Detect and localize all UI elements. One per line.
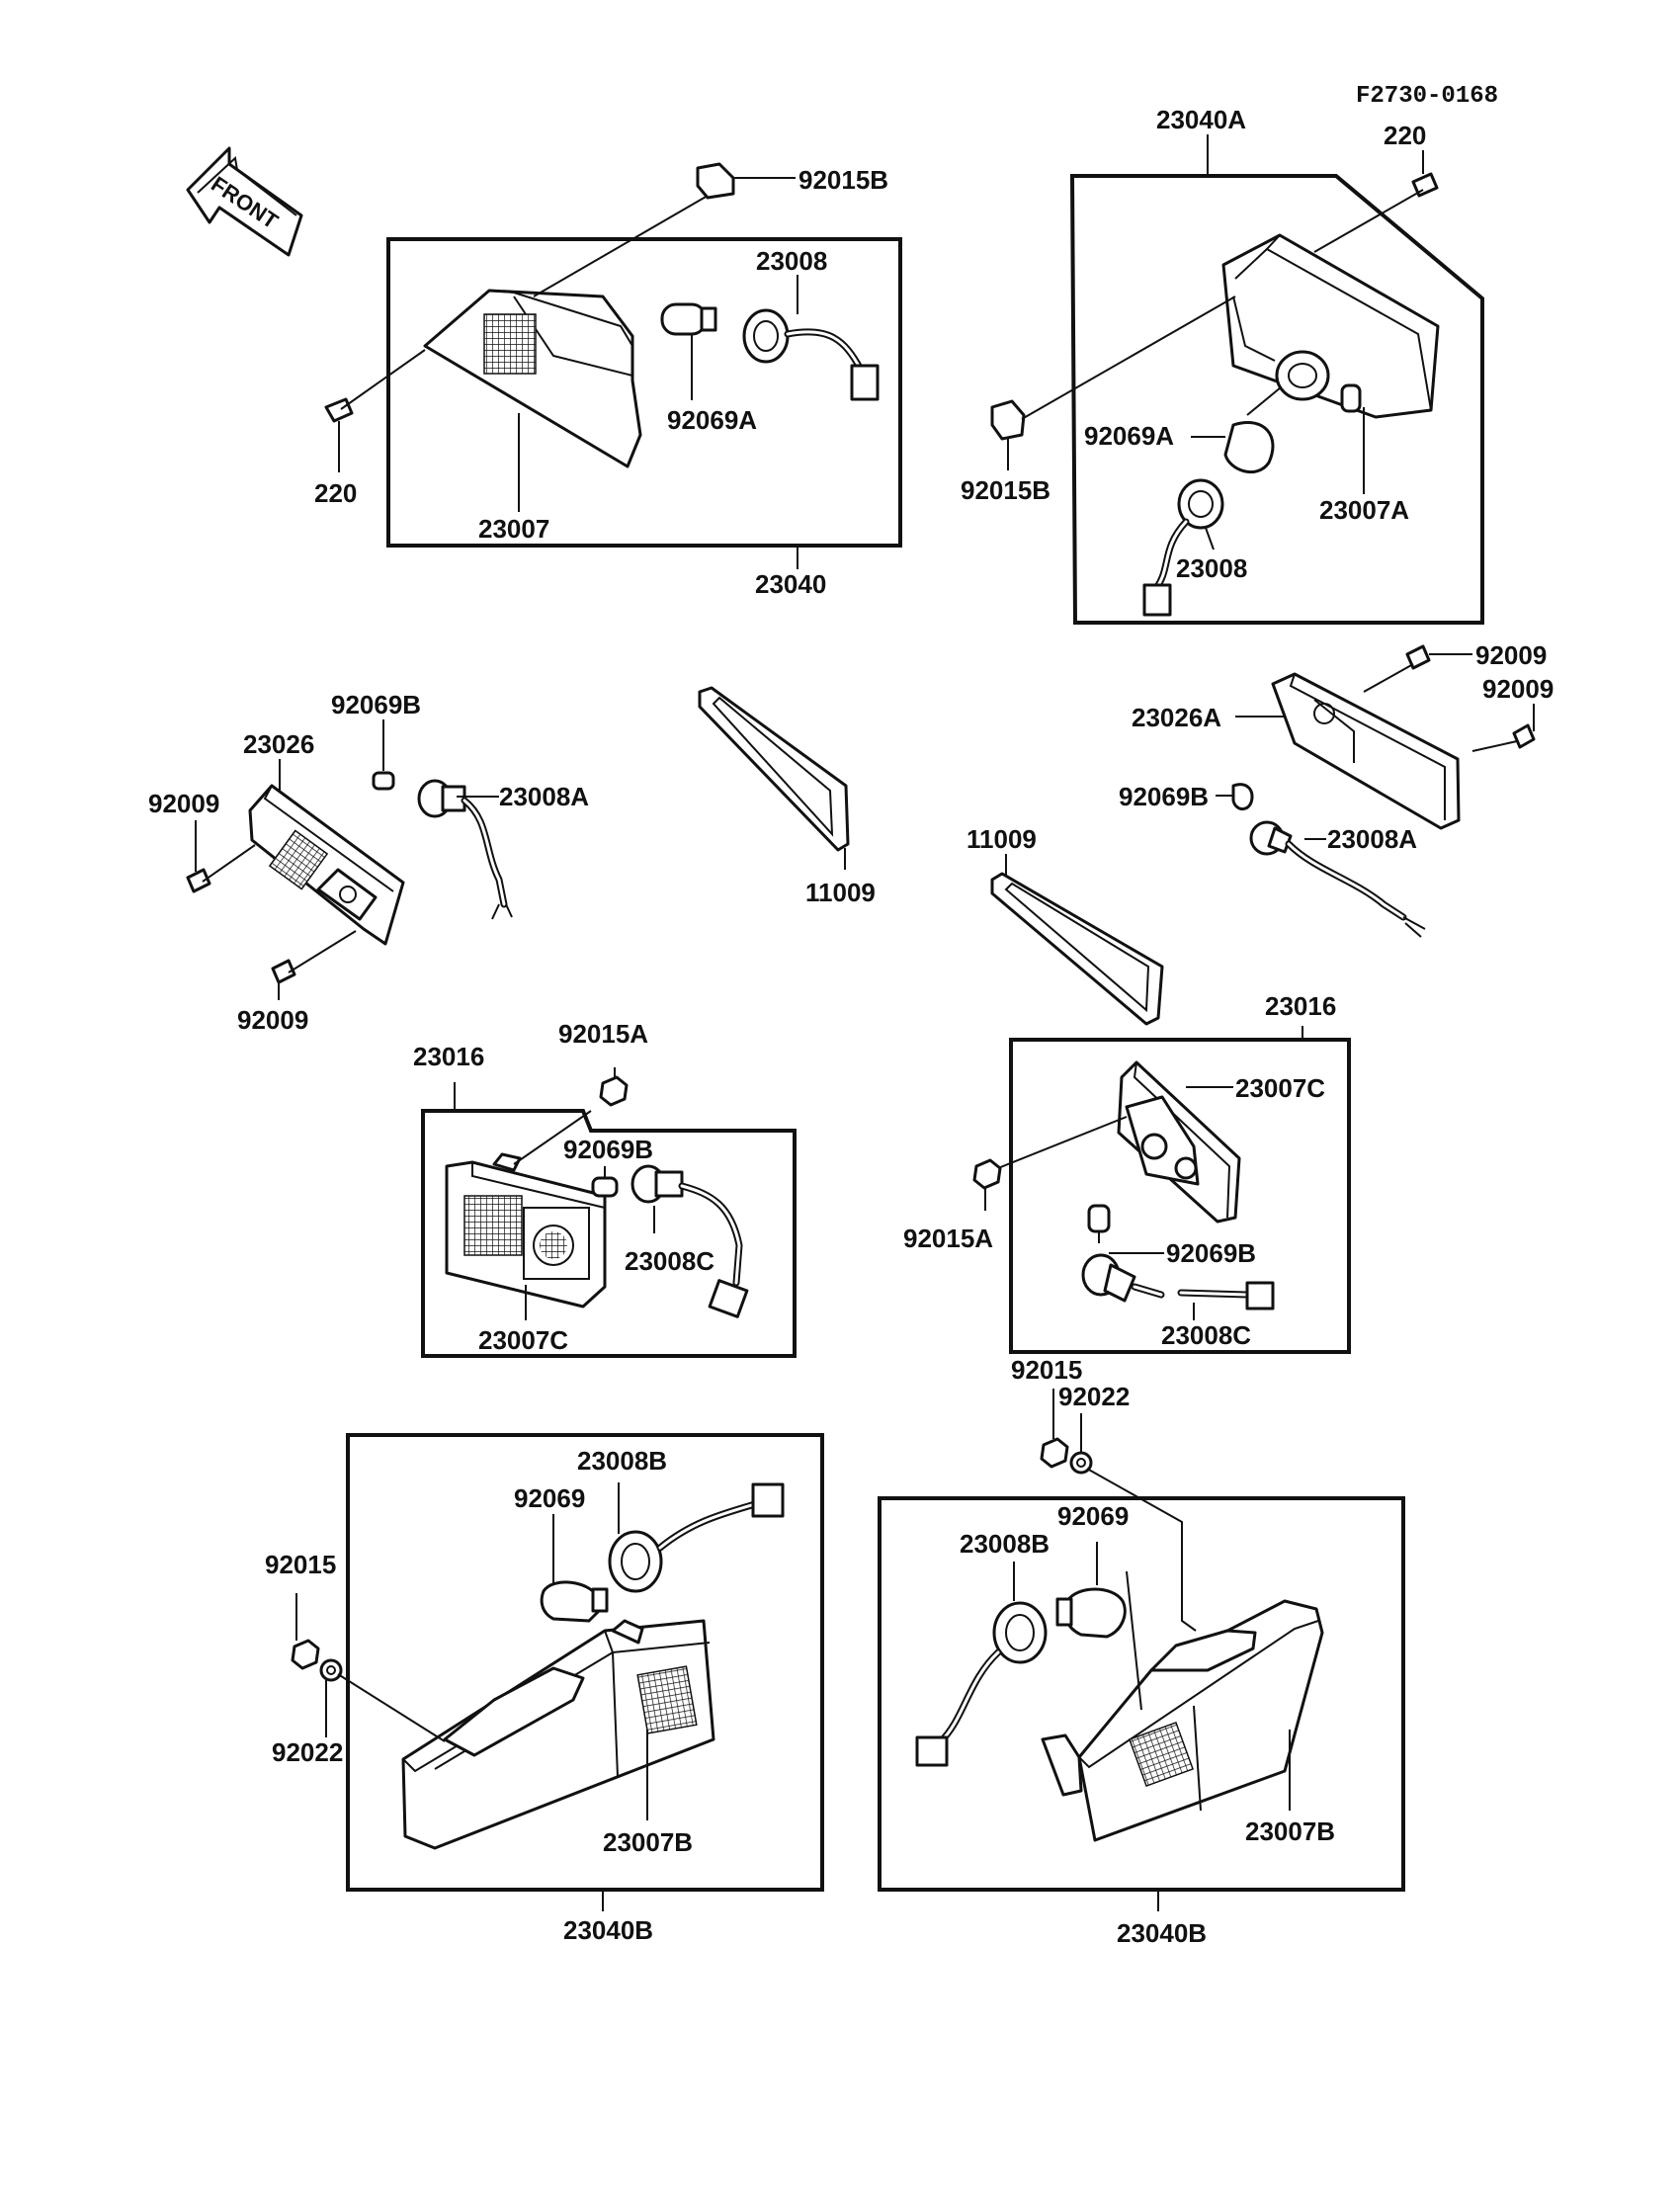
gasket-left-11009: 11009 [698,686,876,907]
rear-left-washer-92022 [319,1658,446,1742]
mid-right-nut-92015A [972,1116,1128,1211]
rear-right-nut-92015 [1040,1437,1069,1469]
rear-left-nut-92015 [291,1639,320,1670]
front-left-bulb-92069A [660,302,717,336]
mid-right-bulb-92069B [1087,1204,1111,1243]
side-left-lamp: 92069B 23026 23008A 92009 92009 [148,690,589,1035]
label-23040B-rear-left: 23040B [563,1915,653,1945]
front-left-assembly: 92015B 23008 92069A 220 23007 23040 [314,162,902,599]
label-23026: 23026 [243,729,314,759]
side-left-screw-upper-92009 [186,844,256,893]
label-23007: 23007 [478,514,549,544]
front-left-screw-220 [324,349,426,423]
rear-right-washer-92022 [1069,1451,1197,1632]
rear-left-bulb-92069 [540,1580,609,1623]
label-92009-side-right-lower: 92009 [1482,674,1554,704]
label-11009-left: 11009 [805,878,876,907]
front-left-clip-92015B [533,162,735,297]
label-23008C-mid-left: 23008C [625,1246,714,1276]
label-23007C-mid-left: 23007C [478,1325,568,1355]
label-92015B-front-right: 92015B [961,475,1050,505]
rear-left-assembly: 23008B 92069 92015 92022 23007B 23040B [265,1433,824,1945]
front-left-socket-23008 [742,308,880,401]
label-23008B-rear-right: 23008B [960,1529,1050,1559]
label-220-front-left: 220 [314,478,357,508]
label-220-front-right: 220 [1384,121,1426,150]
side-left-socket-23008A [417,779,513,920]
label-23016-mid-right: 23016 [1265,991,1336,1021]
side-right-bulb-92069B [1231,783,1254,810]
label-23040A: 23040A [1156,105,1246,134]
label-23007C-mid-right: 23007C [1235,1073,1325,1103]
label-92015B-front-left: 92015B [798,165,888,195]
label-23008-front-left: 23008 [756,246,827,276]
label-23007B-rear-right: 23007B [1245,1817,1335,1846]
label-23007A: 23007A [1319,495,1409,525]
side-left-screw-lower-92009 [271,930,357,984]
label-92015-rear-right: 92015 [1011,1355,1082,1385]
front-right-clip-92015B [990,296,1236,441]
label-23026A: 23026A [1132,703,1221,732]
front-left-grille [483,313,537,375]
front-right-assembly: 23040A 220 92069A 92015B 23007A 23008 [961,105,1484,625]
label-92069B-side-left: 92069B [331,690,421,719]
mid-left-socket-23008C [630,1164,749,1318]
label-92069-rear-right: 92069 [1057,1501,1129,1531]
mid-left-bulb-92069B [591,1176,619,1198]
front-right-socket-23008 [1142,478,1224,617]
front-arrow-icon: FRONT [186,146,303,257]
label-23008C-mid-right: 23008C [1161,1320,1251,1350]
label-92069A-front-left: 92069A [667,405,757,435]
rear-right-assembly: 92015 92022 92069 23008B 23007B 23040B [878,1355,1405,1948]
label-23007B-rear-left: 23007B [603,1827,693,1857]
mid-left-nut-92015A [599,1067,629,1107]
label-23008A-side-left: 23008A [499,782,589,811]
label-92015-rear-left: 92015 [265,1550,336,1579]
mid-right-assembly: 23016 23007C 92015A 92069B 23008C [903,991,1351,1354]
gasket-right-11009: 11009 [966,824,1164,1026]
label-92069B-side-right: 92069B [1119,782,1209,811]
label-92009-side-left-lower: 92009 [237,1005,308,1035]
label-23008B-rear-left: 23008B [577,1446,667,1476]
front-right-screw-220 [1313,172,1439,253]
side-right-socket-23008A [1249,820,1426,938]
rear-right-socket-23008B [915,1601,1048,1767]
label-11009-right: 11009 [966,824,1037,854]
label-92009-side-right-upper: 92009 [1475,640,1547,670]
label-92015A-mid-left: 92015A [558,1019,648,1049]
label-23040B-rear-right: 23040B [1117,1918,1207,1948]
label-92009-side-left-upper: 92009 [148,789,219,818]
label-92022-rear-right: 92022 [1058,1382,1130,1411]
side-right-screw-upper-92009 [1363,644,1431,693]
label-92069B-mid-left: 92069B [563,1135,653,1164]
figure-code: F2730-0168 [1356,83,1498,110]
side-right-lamp: 92009 92009 23026A 92069B 23008A [1119,640,1554,938]
label-92022-rear-left: 92022 [272,1737,343,1767]
label-92015A-mid-right: 92015A [903,1224,993,1253]
side-right-screw-lower-92009 [1471,723,1536,752]
label-92069-rear-left: 92069 [514,1483,585,1513]
rear-right-bulb-92069 [1055,1587,1127,1639]
mid-right-socket-23008C [1081,1253,1275,1310]
label-23008-front-right: 23008 [1176,553,1247,583]
label-92069A-front-right: 92069A [1084,421,1174,451]
mid-left-assembly: 23016 92015A 92069B 23008C 23007C [413,1019,797,1358]
front-right-bulb-92069A [1223,386,1282,473]
side-left-bulb-92069B [372,771,395,791]
label-23040: 23040 [755,569,826,599]
label-23008A-side-right: 23008A [1327,824,1417,854]
rear-left-socket-23008B [608,1482,785,1593]
label-23016-mid-left: 23016 [413,1042,484,1071]
label-92069B-mid-right: 92069B [1166,1238,1256,1268]
